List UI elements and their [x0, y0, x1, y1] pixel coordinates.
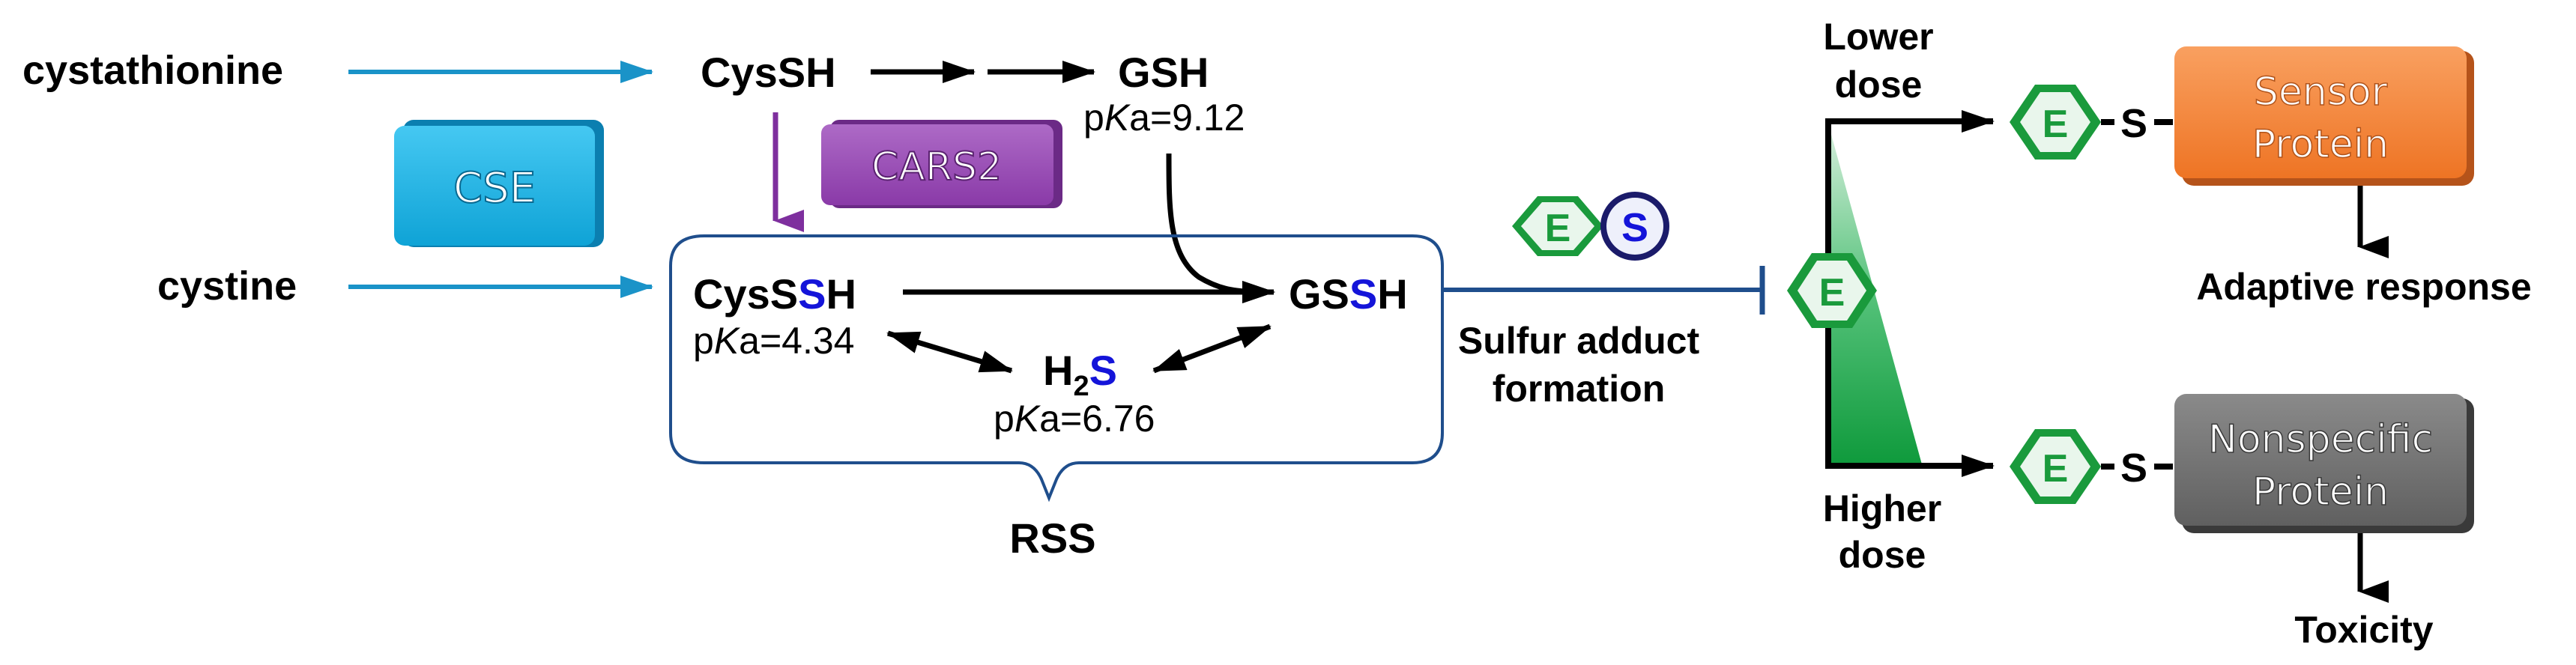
rss-box: [669, 234, 1444, 502]
svg-text:E: E: [1819, 271, 1845, 315]
molecule-gsssh: GSSH: [1289, 270, 1408, 318]
adduct-text-line1: Sulfur adduct: [1458, 320, 1700, 362]
nonspecific-protein-line1: Nonspecific: [2208, 417, 2433, 462]
svg-text:E: E: [1545, 207, 1571, 250]
sensor-protein-line1: Sensor: [2254, 70, 2388, 115]
electrophile-badge-dose: E: [1787, 253, 1877, 328]
molecule-h2s: H2S: [1043, 347, 1117, 402]
substrate-cystine: cystine: [157, 264, 297, 309]
adduct-text-line2: formation: [1493, 368, 1666, 410]
lower-dose-line1: Lower: [1823, 16, 1933, 58]
svg-text:S: S: [1621, 205, 1648, 250]
nonspecific-protein-line2: Protein: [2252, 470, 2389, 514]
sensor-protein-line2: Protein: [2252, 122, 2389, 167]
cysssh-pka: pKa=4.34: [693, 320, 855, 362]
dose-gradient: [1828, 124, 1922, 464]
sulfur-badge-adduct: S: [1600, 192, 1669, 261]
molecule-gsh: GSH: [1118, 49, 1209, 96]
arrow-h2s-gsssh: [1152, 324, 1272, 374]
enzyme-cars2: CARS2: [821, 120, 1062, 208]
substrate-cystathionine: cystathionine: [22, 48, 283, 93]
arrow-cysssh-h2s: [886, 330, 1013, 374]
sensor-protein-box: Sensor Protein: [2174, 46, 2474, 186]
enzyme-cse-label: CSE: [453, 164, 536, 213]
s-link-sensor: S: [2120, 101, 2147, 146]
higher-dose-line1: Higher: [1823, 488, 1941, 529]
svg-text:E: E: [2043, 447, 2069, 491]
toxicity: Toxicity: [2294, 609, 2433, 651]
nonspecific-protein-box: Nonspecific Protein: [2174, 394, 2474, 533]
h2s-pka: pKa=6.76: [994, 398, 1155, 440]
s-link-nonspecific: S: [2120, 446, 2147, 491]
gsh-pka: pKa=9.12: [1083, 97, 1245, 139]
enzyme-cars2-label: CARS2: [871, 145, 1002, 189]
lower-dose-line2: dose: [1835, 64, 1923, 106]
electrophile-badge-nonspecific: E: [2010, 429, 2101, 504]
rss-label: RSS: [1009, 514, 1095, 562]
electrophile-badge-adduct: E: [1512, 196, 1603, 256]
svg-text:E: E: [2043, 103, 2069, 146]
electrophile-badge-sensor: E: [2010, 85, 2101, 160]
higher-dose-line2: dose: [1839, 534, 1926, 576]
enzyme-cse: CSE: [394, 120, 604, 247]
adaptive-response: Adaptive response: [2196, 266, 2531, 308]
molecule-cysssh: CysSSH: [693, 270, 856, 318]
molecule-cyssh: CysSH: [701, 49, 836, 96]
arrow-gsh-to-gsssh: [1166, 153, 1275, 303]
